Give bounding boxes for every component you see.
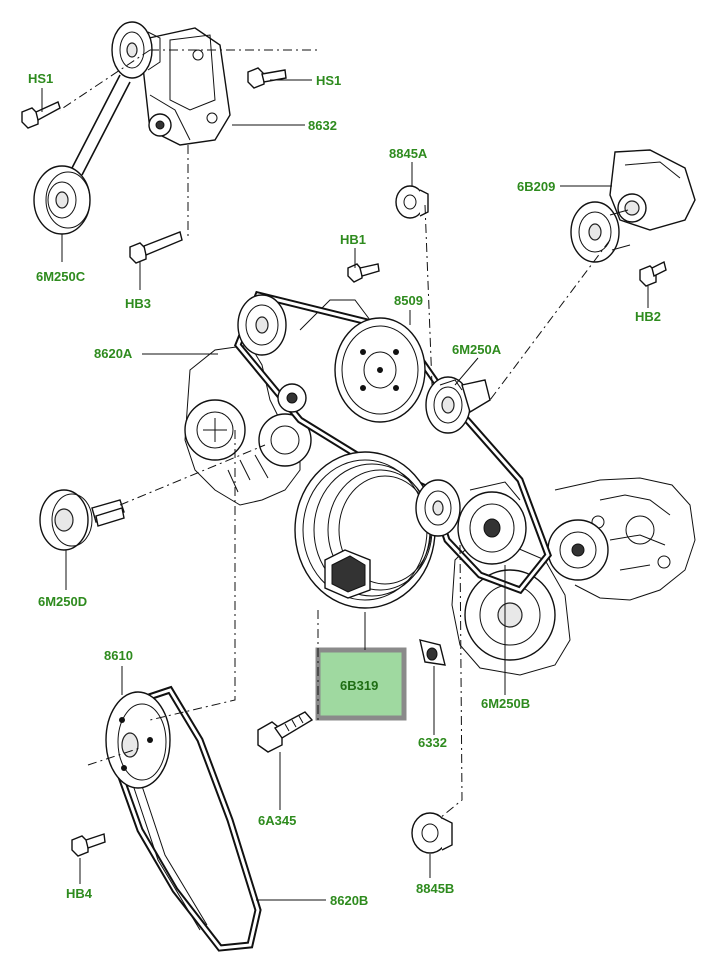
- label-6a345[interactable]: 6A345: [258, 813, 296, 828]
- bolt-hs1-left[interactable]: [21, 101, 61, 129]
- label-hs1-left[interactable]: HS1: [28, 71, 53, 86]
- idler-pulley-6m250a[interactable]: [425, 376, 491, 434]
- idler-pulley-6m250d[interactable]: [39, 489, 125, 551]
- bolt-hs1-right[interactable]: [247, 67, 287, 89]
- belt-segment-top: [71, 74, 131, 176]
- engine-block-right: [554, 477, 696, 601]
- bracket-8632[interactable]: [139, 27, 231, 146]
- idler-pulley-center: [415, 479, 461, 537]
- washer-6332[interactable]: [419, 639, 446, 666]
- idler-pulley-top: [111, 21, 161, 79]
- label-6m250a[interactable]: 6M250A: [452, 342, 502, 357]
- bolt-hb3[interactable]: [129, 231, 183, 264]
- engine-block-left: [184, 299, 371, 506]
- idler-pulley-6m250c[interactable]: [33, 165, 91, 235]
- label-6m250d[interactable]: 6M250D: [38, 594, 87, 609]
- pulley-8610[interactable]: [105, 691, 171, 789]
- label-6m250b[interactable]: 6M250B: [481, 696, 530, 711]
- idler-pulley-upper-left: [237, 294, 307, 413]
- cap-8845a[interactable]: [395, 185, 429, 219]
- bolt-6a345[interactable]: [257, 711, 314, 753]
- label-8845a[interactable]: 8845A: [389, 146, 428, 161]
- label-8509[interactable]: 8509: [394, 293, 423, 308]
- compressor-housing: [451, 519, 609, 676]
- tensioner-6b209[interactable]: [570, 149, 696, 263]
- bolt-hb1[interactable]: [347, 263, 380, 283]
- label-hb4[interactable]: HB4: [66, 886, 93, 901]
- label-8610[interactable]: 8610: [104, 648, 133, 663]
- tensioner-pulley-6m250b[interactable]: [457, 481, 527, 565]
- part-labels: HS1 HS1 8632 8845A 6B209 6M250C HB1 HB3 …: [28, 71, 661, 908]
- pulley-8509[interactable]: [334, 317, 426, 423]
- label-hb2[interactable]: HB2: [635, 309, 661, 324]
- cap-8845b[interactable]: [411, 812, 453, 854]
- leader-lines: [41, 79, 649, 901]
- belt-8620b[interactable]: [111, 685, 262, 952]
- bolt-hb4[interactable]: [71, 833, 106, 857]
- label-8845b[interactable]: 8845B: [416, 881, 454, 896]
- highlight-box-6b319[interactable]: [315, 647, 407, 721]
- label-6332[interactable]: 6332: [418, 735, 447, 750]
- label-6m250c[interactable]: 6M250C: [36, 269, 86, 284]
- label-hb3[interactable]: HB3: [125, 296, 151, 311]
- label-8620b[interactable]: 8620B: [330, 893, 368, 908]
- label-hb1[interactable]: HB1: [340, 232, 366, 247]
- assembly-centerlines: [59, 49, 611, 819]
- label-6b209[interactable]: 6B209: [517, 179, 555, 194]
- bolt-hb2[interactable]: [639, 260, 667, 287]
- label-8632[interactable]: 8632: [308, 118, 337, 133]
- label-6b319[interactable]: 6B319: [340, 678, 378, 693]
- label-hs1-right[interactable]: HS1: [316, 73, 341, 88]
- crankshaft-pulley-6b319[interactable]: [294, 451, 436, 609]
- label-8620a[interactable]: 8620A: [94, 346, 133, 361]
